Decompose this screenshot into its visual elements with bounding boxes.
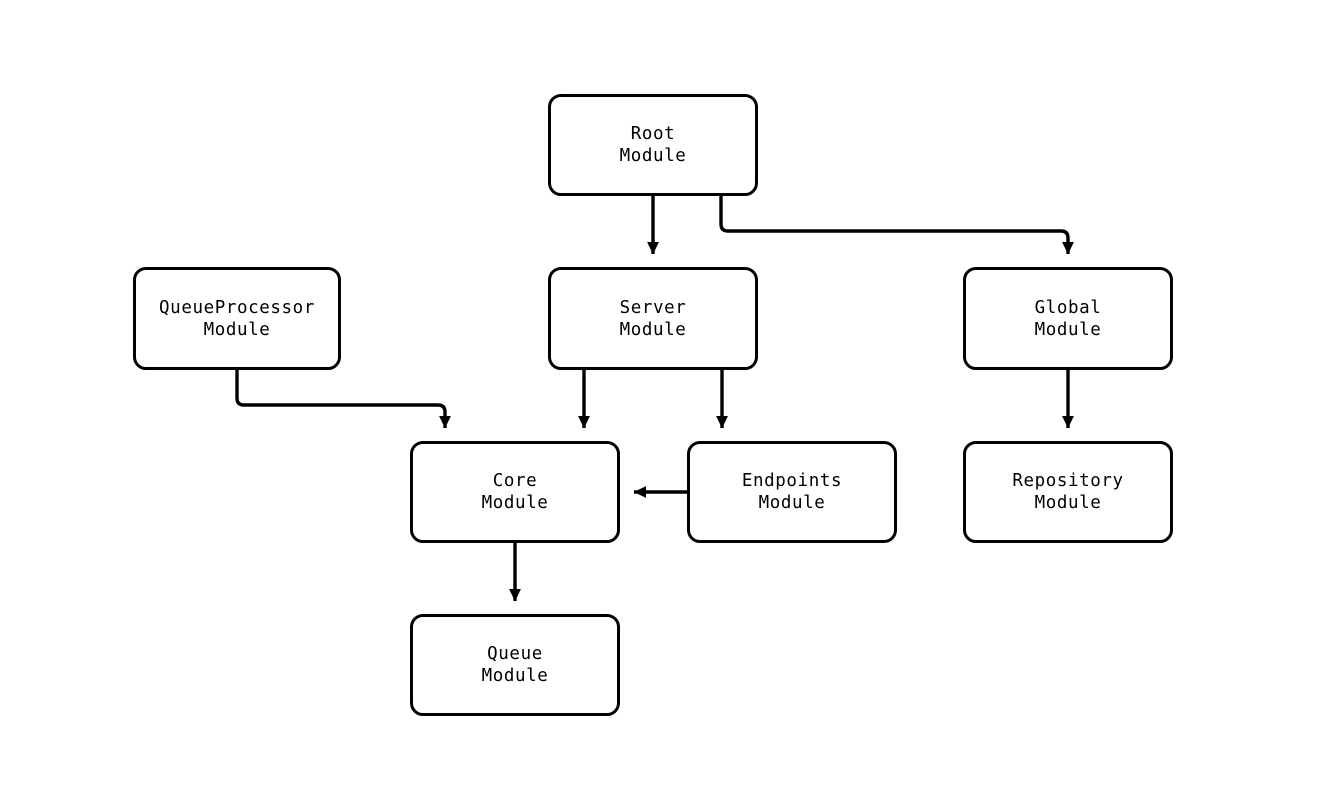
node-repository-module-label-line2: Module bbox=[1034, 493, 1102, 513]
node-endpoints-module-label-line1: Endpoints bbox=[741, 471, 843, 491]
node-core-module-label-line2: Module bbox=[481, 493, 549, 513]
node-repository-module-label-line1: Repository bbox=[1012, 471, 1124, 491]
node-queue-module[interactable]: Queue Module bbox=[410, 614, 620, 716]
node-queue-module-label-line1: Queue bbox=[487, 644, 543, 664]
node-global-module-label-line1: Global bbox=[1034, 297, 1102, 318]
node-global-module[interactable]: Global Module bbox=[963, 267, 1173, 370]
edge-queueprocessor-to-core bbox=[235, 370, 451, 429]
node-queue-module-label-line2: Module bbox=[481, 666, 549, 686]
node-queueprocessor-module-label-line2: Module bbox=[203, 319, 271, 340]
node-server-module[interactable]: Server Module bbox=[548, 267, 758, 370]
node-root-module-label-line2: Module bbox=[619, 146, 687, 166]
node-repository-module[interactable]: Repository Module bbox=[963, 441, 1173, 543]
node-server-module-label-line1: Server bbox=[619, 297, 687, 318]
node-root-module-label-line1: Root bbox=[630, 124, 676, 144]
node-endpoints-module-label-line2: Module bbox=[758, 493, 826, 513]
node-server-module-label-line2: Module bbox=[619, 319, 687, 340]
node-core-module[interactable]: Core Module bbox=[410, 441, 620, 543]
node-root-module[interactable]: Root Module bbox=[548, 94, 758, 196]
node-queueprocessor-module-label-line1: QueueProcessor bbox=[159, 297, 315, 318]
edge-root-to-global bbox=[719, 196, 1074, 255]
node-queueprocessor-module[interactable]: QueueProcessor Module bbox=[133, 267, 341, 370]
node-global-module-label-line2: Module bbox=[1034, 319, 1102, 340]
node-endpoints-module[interactable]: Endpoints Module bbox=[687, 441, 897, 543]
node-core-module-label-line1: Core bbox=[492, 471, 538, 491]
